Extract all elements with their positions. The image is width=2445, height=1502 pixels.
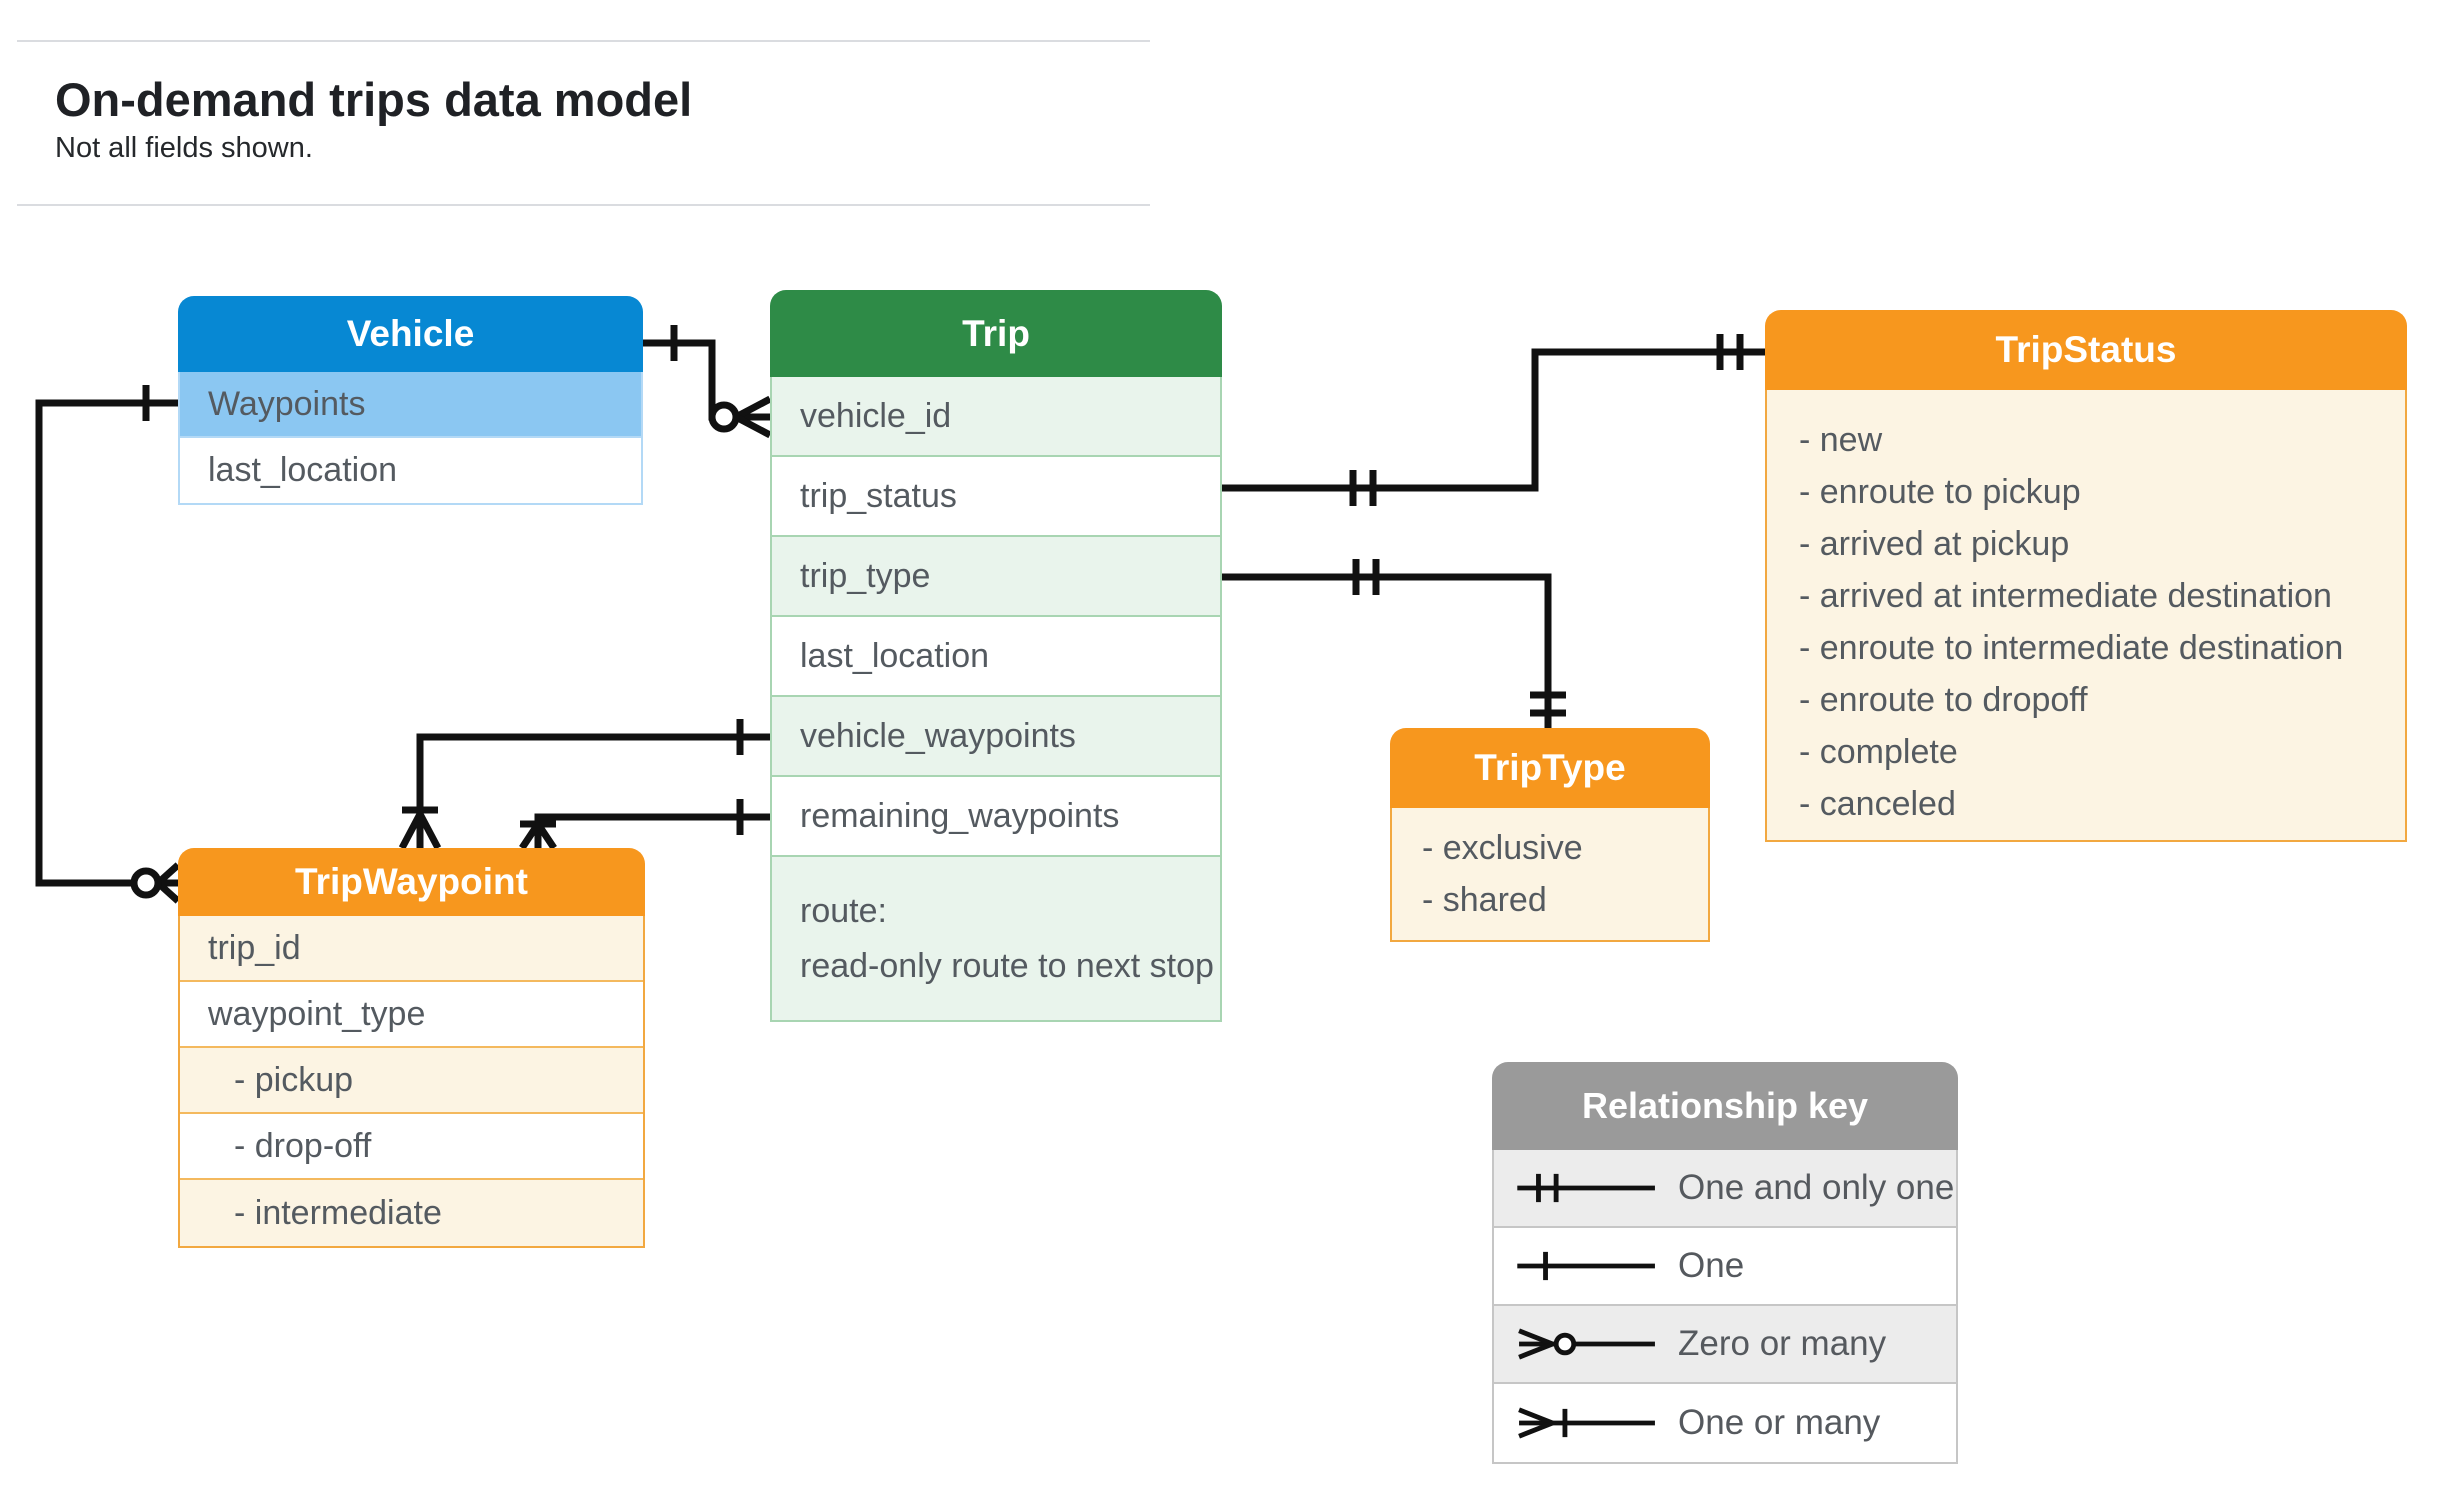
page-title: On-demand trips data model [55,73,693,126]
field-trip-vehicle-waypoints: vehicle_waypoints [772,697,1220,777]
field-trip-route-label: route: [800,891,887,930]
relationship-key-header: Relationship key [1492,1062,1958,1150]
tripwaypoint-value-pickup: - pickup [180,1048,643,1114]
tripstatus-value-canceled: - canceled [1799,785,1956,823]
tripstatus-value-complete: - complete [1799,733,1958,771]
connector-trip-tripstatus [1222,334,1765,506]
top-divider [17,40,1150,42]
relationship-key: Relationship key One and only one One [1492,1062,1958,1464]
field-trip-route-desc: read-only route to next stop [800,946,1214,985]
field-trip-trip-type: trip_type [772,537,1220,617]
entity-tripstatus-body: - new - enroute to pickup - arrived at p… [1765,390,2407,842]
tripwaypoint-value-intermediate: - intermediate [180,1180,643,1246]
legend-label: One and only one [1678,1168,1955,1207]
connector-vehicle-trip [643,325,772,439]
page-subtitle: Not all fields shown. [55,132,313,164]
entity-trip-body: vehicle_id trip_status trip_type last_lo… [770,377,1222,1022]
legend-row-one: One [1494,1228,1956,1306]
tripstatus-value-enroute-pickup: - enroute to pickup [1799,473,2081,511]
legend-row-one-or-many: One or many [1494,1384,1956,1462]
entity-triptype-header: TripType [1390,728,1710,808]
connector-vehicle-tripwaypoint [35,385,181,904]
legend-label: One [1678,1246,1745,1285]
entity-vehicle-body: Waypoints last_location [178,372,643,505]
entity-trip-header: Trip [770,290,1222,377]
title-bottom-divider [17,204,1150,206]
one-symbol [1517,1251,1655,1281]
zero-or-many-symbol [1518,1328,1655,1360]
tripstatus-value-arrived-intermediate: - arrived at intermediate destination [1799,577,2332,615]
entity-tripstatus-header: TripStatus [1765,310,2407,390]
legend-row-one-and-only-one: One and only one [1494,1150,1956,1228]
entity-tripwaypoint: TripWaypoint trip_id waypoint_type - pic… [178,848,645,1248]
tripstatus-value-arrived-pickup: - arrived at pickup [1799,525,2070,563]
relationship-key-body: One and only one One Zero or many [1492,1150,1958,1464]
tripstatus-value-enroute-intermediate: - enroute to intermediate destination [1799,629,2344,667]
legend-label: Zero or many [1678,1324,1887,1363]
field-trip-remaining-waypoints: remaining_waypoints [772,777,1220,857]
field-trip-vehicle-id: vehicle_id [772,377,1220,457]
field-vehicle-last-location: last_location [180,438,641,503]
one-or-many-symbol [1518,1407,1655,1439]
legend-label: One or many [1678,1403,1881,1442]
field-trip-trip-status: trip_status [772,457,1220,537]
legend-row-zero-or-many: Zero or many [1494,1306,1956,1384]
entity-tripwaypoint-header: TripWaypoint [178,848,645,916]
tripwaypoint-value-drop-off: - drop-off [180,1114,643,1180]
entity-trip: Trip vehicle_id trip_status trip_type la… [770,290,1222,1022]
connector-trip-triptype [1222,559,1566,728]
entity-triptype: TripType - exclusive - shared [1390,728,1710,942]
entity-vehicle: Vehicle Waypoints last_location [178,296,643,505]
entity-vehicle-header: Vehicle [178,296,643,372]
tripstatus-value-enroute-dropoff: - enroute to dropoff [1799,681,2088,719]
triptype-value-exclusive: - exclusive [1422,829,1583,867]
entity-tripstatus: TripStatus - new - enroute to pickup - a… [1765,310,2407,842]
field-trip-route: route: read-only route to next stop [772,857,1220,1020]
field-vehicle-waypoints: Waypoints [180,372,641,438]
entity-tripwaypoint-body: trip_id waypoint_type - pickup - drop-of… [178,916,645,1248]
connector-vehicle-waypoints-tripwaypoint [398,719,770,850]
tripstatus-value-new: - new [1799,421,1883,459]
field-tripwaypoint-waypoint-type: waypoint_type [180,982,643,1048]
entity-triptype-body: - exclusive - shared [1390,808,1710,942]
one-and-only-one-symbol [1517,1173,1655,1203]
field-trip-last-location: last_location [772,617,1220,697]
triptype-value-shared: - shared [1422,881,1547,919]
connector-remaining-waypoints-tripwaypoint [519,799,770,850]
field-tripwaypoint-trip-id: trip_id [180,916,643,982]
